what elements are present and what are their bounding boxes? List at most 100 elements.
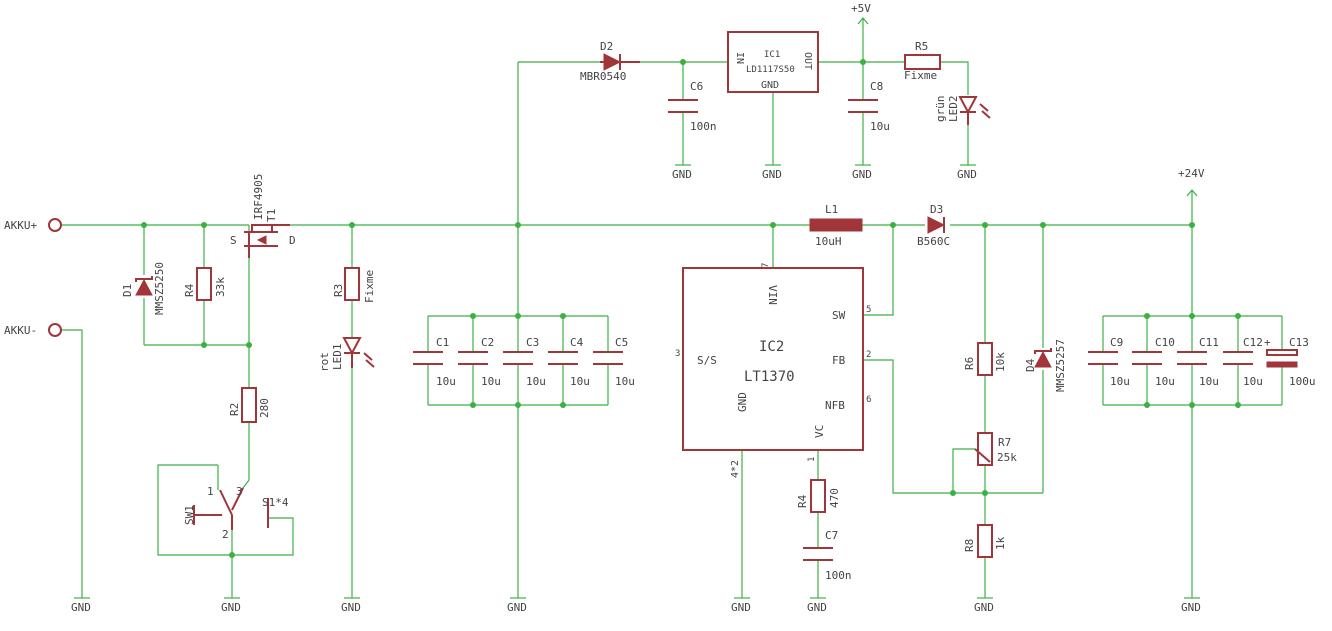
svg-text:AKKU+: AKKU+ (4, 219, 37, 232)
svg-text:GND: GND (507, 601, 527, 614)
svg-text:GND: GND (957, 168, 977, 181)
svg-text:10k: 10k (994, 352, 1007, 372)
gnd-symbol: GND (762, 164, 782, 181)
svg-text:R4: R4 (796, 494, 809, 508)
svg-text:L1: L1 (825, 203, 838, 216)
svg-text:100n: 100n (690, 120, 717, 133)
svg-text:5: 5 (866, 305, 871, 315)
svg-text:VIN: VIN (766, 285, 779, 305)
svg-text:+: + (1264, 336, 1271, 349)
svg-text:GND: GND (672, 168, 692, 181)
svg-text:MMSZ5250: MMSZ5250 (153, 262, 166, 315)
svg-text:1: 1 (807, 457, 817, 462)
capacitor-c2: C2 10u (458, 336, 501, 388)
svg-text:R7: R7 (998, 436, 1011, 449)
svg-text:R2: R2 (228, 403, 241, 416)
svg-text:GND: GND (807, 601, 827, 614)
svg-text:GND: GND (974, 601, 994, 614)
svg-text:LED1: LED1 (331, 344, 344, 371)
regulator-ic1: IC1 LD1117S50 IN OUT GND (727, 31, 819, 93)
svg-text:GND: GND (731, 601, 751, 614)
capacitor-c1: C1 10u (413, 336, 456, 388)
svg-text:2: 2 (866, 350, 871, 360)
gnd-symbol: GND (221, 597, 241, 614)
svg-text:C2: C2 (481, 336, 494, 349)
svg-text:S/S: S/S (697, 354, 717, 367)
svg-text:D1: D1 (121, 284, 134, 297)
svg-text:grün: grün (934, 96, 947, 123)
svg-text:S1*4: S1*4 (262, 496, 289, 509)
svg-text:R6: R6 (963, 357, 976, 370)
svg-text:NFB: NFB (825, 399, 845, 412)
svg-text:B560C: B560C (917, 235, 950, 248)
mosfet-t1: S D IRF4905 T1 (230, 174, 296, 258)
svg-text:LD1117S50: LD1117S50 (746, 65, 795, 75)
svg-text:100n: 100n (825, 569, 852, 582)
capacitor-c6: C6 100n (668, 80, 717, 133)
gnd-symbol: GND (974, 597, 994, 614)
resistor-r6: R6 10k (963, 342, 1007, 376)
svg-text:C10: C10 (1155, 336, 1175, 349)
svg-text:10u: 10u (615, 375, 635, 388)
potentiometer-r7: R7 25k (974, 432, 1017, 466)
svg-text:D3: D3 (930, 203, 943, 216)
gnd-symbol: GND (852, 164, 872, 181)
gnd-symbol: GND (341, 597, 361, 614)
svg-text:3: 3 (236, 485, 243, 498)
diode-d4: D4 MMSZ5257 (1024, 339, 1067, 392)
connector-akku-plus: AKKU+ (4, 218, 62, 232)
svg-text:GND: GND (761, 80, 779, 91)
svg-text:S: S (230, 234, 237, 247)
svg-text:FB: FB (832, 354, 846, 367)
gnd-symbol: GND (731, 597, 751, 614)
svg-text:2: 2 (222, 528, 229, 541)
svg-text:Fixme: Fixme (904, 69, 937, 82)
gnd-symbol: GND (1181, 597, 1201, 614)
supply-5v-symbol: +5V (851, 2, 871, 25)
capacitor-c11: C11 10u (1177, 336, 1219, 388)
svg-text:C3: C3 (526, 336, 539, 349)
svg-text:C9: C9 (1110, 336, 1123, 349)
svg-text:4*2: 4*2 (730, 460, 741, 478)
svg-text:25k: 25k (997, 451, 1017, 464)
capacitor-c13: C13 100u (1266, 336, 1316, 388)
gnd-symbol: GND (672, 164, 692, 181)
svg-text:IC2: IC2 (759, 339, 784, 355)
svg-text:10u: 10u (436, 375, 456, 388)
svg-text:3: 3 (675, 349, 680, 359)
svg-text:6: 6 (866, 395, 871, 405)
svg-text:D: D (289, 234, 296, 247)
svg-text:GND: GND (71, 601, 91, 614)
svg-text:10u: 10u (526, 375, 546, 388)
resistor-r5: R5 Fixme (904, 40, 941, 82)
gnd-symbol: GND (957, 164, 977, 181)
capacitor-c10: C10 10u (1132, 336, 1175, 388)
ground-symbols: GND GND GND GND GND GND GND GND GND GND … (71, 164, 1201, 614)
diode-d2: D2 MBR0540 (580, 40, 640, 83)
led-led2: grün LED2 (934, 96, 991, 125)
capacitor-c4: C4 10u (548, 336, 590, 388)
svg-text:1k: 1k (994, 536, 1007, 550)
svg-text:+5V: +5V (851, 2, 871, 15)
svg-text:C13: C13 (1289, 336, 1309, 349)
svg-text:GND: GND (221, 601, 241, 614)
switch-s1: S1*4 (262, 496, 289, 528)
svg-text:100u: 100u (1289, 375, 1316, 388)
resistor-r3: R3 Fixme (332, 267, 376, 303)
svg-text:D4: D4 (1024, 358, 1037, 372)
svg-text:Fixme: Fixme (363, 270, 376, 303)
svg-text:IRF4905: IRF4905 (252, 174, 265, 220)
svg-text:D2: D2 (600, 40, 613, 53)
wires (62, 18, 1283, 598)
svg-text:AKKU-: AKKU- (4, 324, 37, 337)
svg-text:C4: C4 (570, 336, 584, 349)
svg-text:1: 1 (207, 485, 214, 498)
connector-akku-minus: AKKU- (4, 323, 62, 337)
svg-text:10u: 10u (481, 375, 501, 388)
svg-text:GND: GND (1181, 601, 1201, 614)
diode-d1: D1 MMSZ5250 (121, 262, 166, 315)
svg-text:R4: R4 (183, 283, 196, 297)
resistor-r4-470: R4 470 (796, 479, 841, 513)
svg-text:10u: 10u (1110, 375, 1130, 388)
svg-text:MMSZ5257: MMSZ5257 (1054, 339, 1067, 392)
